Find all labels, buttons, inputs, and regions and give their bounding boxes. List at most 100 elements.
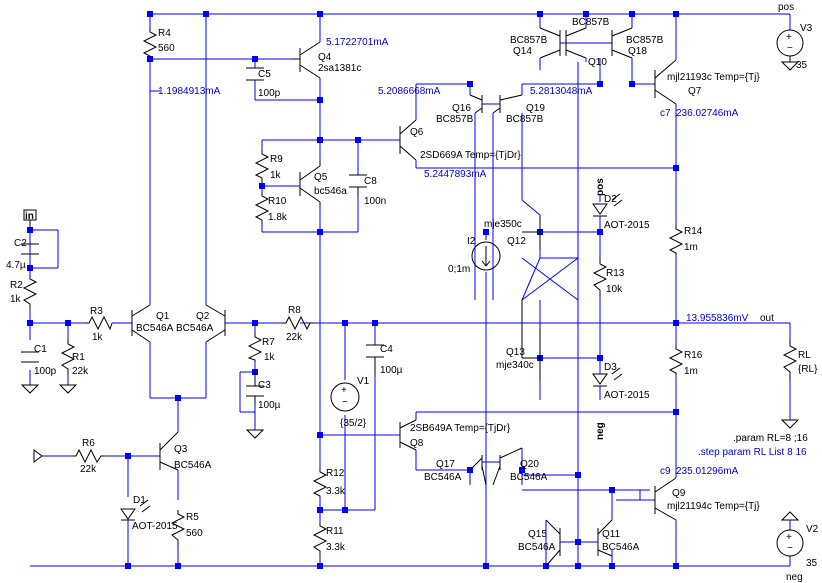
grounds xyxy=(20,61,800,521)
label-c1-name: C1 xyxy=(34,344,47,355)
directive-param: .param RL=8 ;16 xyxy=(733,433,808,444)
label-c2-name: C2 xyxy=(14,238,27,249)
label-r11-name: R11 xyxy=(326,526,344,537)
label-r1-name: R1 xyxy=(72,352,85,363)
label-r10-name: R10 xyxy=(268,196,287,207)
label-r2-value: 1k xyxy=(10,294,22,305)
q18-symbol xyxy=(611,27,633,59)
label-rl-value: {RL} xyxy=(798,364,818,375)
labels: R4 560 Q4 2sa1381c C5 100p R9 1k Q5 bc54… xyxy=(6,2,819,583)
net-label-c7: c7 xyxy=(660,108,671,119)
label-c8-name: C8 xyxy=(364,176,377,187)
net-label-neg-d3: neg xyxy=(595,422,606,440)
d3-symbol xyxy=(592,367,623,387)
label-r7-name: R7 xyxy=(262,337,275,348)
q5-symbol xyxy=(299,160,321,205)
r5-symbol xyxy=(170,510,186,545)
r11-symbol xyxy=(312,522,328,555)
d1-symbol xyxy=(120,499,151,521)
label-q18-model: BC857B xyxy=(626,35,664,46)
q1-symbol xyxy=(131,304,151,343)
sources: +− +− +− xyxy=(330,29,804,557)
label-d1-name: D1 xyxy=(133,495,146,506)
label-r5-name: R5 xyxy=(186,512,199,523)
r1-symbol xyxy=(60,340,76,375)
label-c4-name: C4 xyxy=(380,344,393,355)
label-r2-name: R2 xyxy=(10,280,23,291)
r3-symbol xyxy=(85,315,113,331)
q20-symbol xyxy=(492,447,523,486)
label-r16-name: R16 xyxy=(684,350,703,361)
directive-step: .step param RL List 8 16 xyxy=(698,447,807,458)
q15-symbol xyxy=(545,519,561,567)
label-v2-value: 35 xyxy=(806,558,818,569)
q2-symbol xyxy=(205,304,226,343)
q19-symbol xyxy=(492,94,523,114)
svg-text:−: − xyxy=(787,543,793,554)
label-q1-name: Q1 xyxy=(156,311,170,322)
q13-symbol xyxy=(521,300,541,380)
label-q12-model: mje350c xyxy=(484,219,522,230)
label-q10-name: Q10 xyxy=(588,57,607,68)
op-current-q7: 236.02746mA xyxy=(676,108,739,119)
net-label-c9: c9 xyxy=(660,466,671,477)
q10-symbol xyxy=(565,27,587,59)
op-current-r4: 1.1984913mA xyxy=(158,86,221,97)
label-q2-name: Q2 xyxy=(196,311,210,322)
q14-symbol xyxy=(539,27,561,59)
r13-symbol xyxy=(592,258,608,296)
label-q4-model: 2sa1381c xyxy=(318,63,361,74)
wires xyxy=(29,13,791,567)
r10-symbol xyxy=(254,192,270,224)
label-q15-model: BC546A xyxy=(518,542,556,553)
i2-symbol xyxy=(471,241,501,271)
q9-symbol xyxy=(654,477,677,521)
q17-symbol xyxy=(469,455,487,486)
q7-symbol xyxy=(654,59,677,105)
label-r16-value: 1m xyxy=(684,366,698,377)
label-q12-name: Q12 xyxy=(507,236,526,247)
label-r8-value: 22k xyxy=(286,332,303,343)
v2-symbol: +− xyxy=(776,529,804,557)
label-r13-name: R13 xyxy=(606,268,625,279)
label-c2-value: 4.7µ xyxy=(6,260,26,271)
label-q8-model: 2SB649A Temp={TjDr} xyxy=(410,423,511,434)
v3-symbol: +− xyxy=(776,29,804,62)
capacitors xyxy=(21,67,384,405)
svg-text:+: + xyxy=(341,385,347,396)
label-c1-value: 100p xyxy=(34,366,57,377)
label-d3-name: D3 xyxy=(604,362,617,373)
label-r5-value: 560 xyxy=(186,528,203,539)
q12-symbol xyxy=(522,215,541,250)
label-c8-value: 100n xyxy=(364,196,386,207)
label-q20-model: BC546A xyxy=(510,472,548,483)
q16-symbol xyxy=(469,94,483,114)
label-c5-value: 100p xyxy=(258,88,281,99)
net-label-in: in xyxy=(25,211,34,222)
label-d2-name: D2 xyxy=(604,194,617,205)
label-q16-model: BC857B xyxy=(436,114,474,125)
label-v1-name: V1 xyxy=(357,376,370,387)
q11-symbol xyxy=(597,519,613,557)
c5-symbol xyxy=(246,67,264,81)
label-r4-name: R4 xyxy=(158,28,171,39)
label-q9-name: Q9 xyxy=(672,488,686,499)
label-v2-name: V2 xyxy=(806,524,819,535)
c2-symbol xyxy=(21,243,39,255)
label-r11-value: 3.3k xyxy=(326,542,346,553)
label-r14-name: R14 xyxy=(684,226,703,237)
label-d1-model: AOT-2015 xyxy=(132,521,178,532)
q6-symbol xyxy=(399,119,417,161)
svg-text:+: + xyxy=(786,32,792,43)
label-q20-name: Q20 xyxy=(520,459,539,470)
label-c4-value: 100µ xyxy=(380,365,403,376)
c3-symbol xyxy=(246,372,264,405)
op-current-q19: 5.2813048mA xyxy=(530,86,593,97)
label-r10-value: 1.8k xyxy=(268,212,288,223)
net-label-pos-d2: pos xyxy=(595,178,606,196)
resistors xyxy=(22,28,798,555)
label-r14-value: 1m xyxy=(684,242,698,253)
label-v3-value: 35 xyxy=(796,60,808,71)
label-r8-name: R8 xyxy=(288,305,301,316)
label-i2-name: I2 xyxy=(467,236,476,247)
